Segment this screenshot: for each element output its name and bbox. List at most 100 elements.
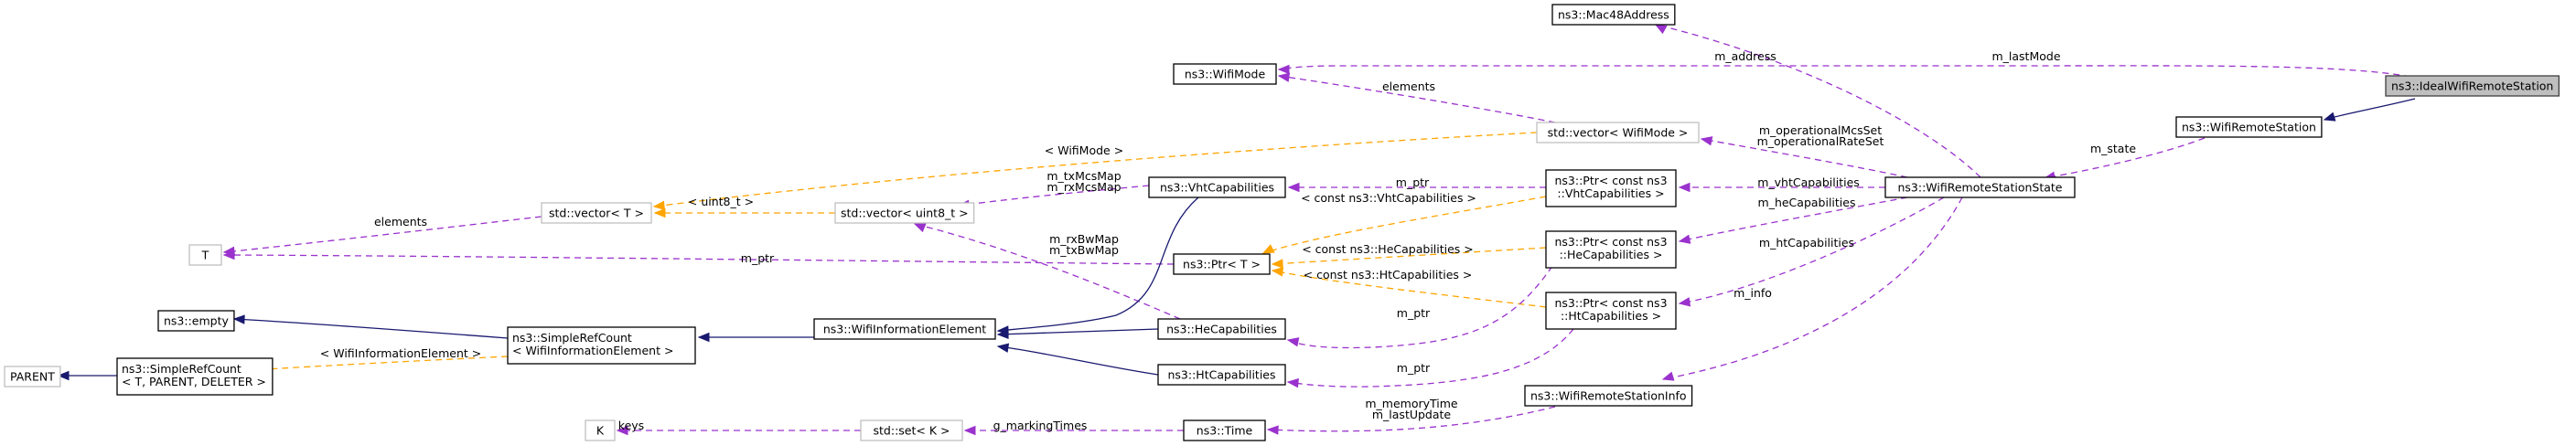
edge-line [251,356,509,371]
arrowhead-icon [57,370,70,381]
node-state[interactable]: ns3::WifiRemoteStationState [1884,176,2076,198]
node-label: ns3::Ptr< const ns3 [1554,235,1667,249]
edge-time-to-setK: g_markingTimes [963,419,1184,436]
edge-label: keys [618,419,644,432]
node-box[interactable] [2175,116,2323,138]
node-ptrT[interactable]: ns3::Ptr< T > [1173,253,1271,275]
node-box[interactable] [1183,419,1266,441]
node-vecT[interactable]: std::vector< T > [541,202,652,224]
node-box[interactable] [541,202,652,224]
edge-line [1679,196,1945,304]
edge-line [1272,247,1547,265]
arrowhead-icon [996,329,1009,340]
node-label: ::HeCapabilities > [1560,248,1663,261]
edge-line [223,254,1175,265]
node-box[interactable] [813,318,996,340]
node-label: ns3::SimpleRefCount [122,362,242,376]
edge-line [2324,98,2416,121]
node-he[interactable]: ns3::HeCapabilities [1157,318,1286,340]
arrowhead-icon [1271,259,1283,269]
edge-label: m_state [2090,142,2136,155]
edge-label: m_ptr [1397,306,1431,320]
node-srcgeneric[interactable]: ns3::SimpleRefCount< T, PARENT, DELETER … [116,357,274,396]
edge-line [2044,137,2206,179]
node-label: ns3::WifiRemoteStationInfo [1530,389,1687,403]
arrowhead-icon [1266,425,1279,435]
node-box[interactable] [1173,63,1277,85]
node-label: ns3::WifiRemoteStationState [1898,181,2063,195]
node-box[interactable] [834,202,975,224]
node-box[interactable] [157,310,235,332]
node-vecuint8[interactable]: std::vector< uint8_t > [834,202,975,224]
node-box[interactable] [1545,169,1677,207]
node-box[interactable] [1173,253,1271,275]
edge-srcwie-to-srcgeneric: < WifiInformationElement > [250,346,509,375]
edge-label: g_markingTimes [993,419,1088,432]
node-setK[interactable]: std::set< K > [860,419,963,441]
node-box[interactable] [860,419,963,441]
node-ptrhe[interactable]: ns3::Ptr< const ns3::HeCapabilities > [1545,230,1677,269]
node-label: ::VhtCapabilities > [1557,186,1664,200]
node-label: K [596,424,605,438]
node-vecwifimode[interactable]: std::vector< WifiMode > [1536,122,1700,143]
arrowhead-icon [1700,136,1713,146]
node-label: ns3::Ptr< const ns3 [1554,174,1667,187]
edge-line [1262,196,1547,254]
node-box[interactable] [1148,176,1286,198]
arrowhead-icon [1678,297,1691,307]
node-box[interactable] [1524,385,1693,407]
arrowhead-icon [697,332,710,343]
arrowhead-icon [1261,244,1275,254]
arrowhead-icon [1287,182,1300,193]
node-wifimode[interactable]: ns3::WifiMode [1173,63,1277,85]
edge-line [997,328,1159,335]
node-srcwie[interactable]: ns3::SimpleRefCount< WifiInformationElem… [507,326,696,365]
node-box[interactable] [4,366,61,388]
arrowhead-icon [913,223,927,233]
node-ht[interactable]: ns3::HtCapabilities [1157,364,1286,386]
node-empty[interactable]: ns3::empty [157,310,235,332]
node-K[interactable]: K [585,419,616,441]
node-vht[interactable]: ns3::VhtCapabilities [1148,176,1286,198]
edge-ptrht-to-ptrT: < const ns3::HtCapabilities > [1271,267,1547,308]
node-box[interactable] [188,244,222,266]
node-ptrht[interactable]: ns3::Ptr< const ns3::HtCapabilities > [1545,292,1677,330]
node-mac48[interactable]: ns3::Mac48Address [1551,4,1676,26]
edge-line [1655,24,1981,178]
edge-vecuint8-to-vecT: < uint8_t > [653,195,835,218]
arrowhead-icon [222,250,235,260]
node-box[interactable] [1884,176,2076,198]
node-box[interactable] [2385,75,2560,97]
edge-line [223,216,542,253]
node-station[interactable]: ns3::WifiRemoteStation [2175,116,2323,138]
node-box[interactable] [1545,292,1677,330]
node-label: std::vector< T > [549,207,644,220]
node-box[interactable] [507,326,696,365]
node-info[interactable]: ns3::WifiRemoteStationInfo [1524,385,1693,407]
edge-label: m_txBwMap [1049,243,1119,257]
node-box[interactable] [585,419,616,441]
node-box[interactable] [1157,364,1286,386]
node-box[interactable] [1551,4,1676,26]
node-parent[interactable]: PARENT [4,366,61,388]
edge-line [1662,196,1963,380]
node-label: ns3::Time [1197,424,1253,438]
node-ideal[interactable]: ns3::IdealWifiRemoteStation [2385,75,2560,97]
node-T[interactable]: T [188,244,222,266]
node-time[interactable]: ns3::Time [1183,419,1266,441]
node-box[interactable] [1536,122,1700,143]
node-label: < WifiInformationElement > [512,344,673,357]
edge-label: < const ns3::HtCapabilities > [1304,268,1473,281]
node-ptrvht[interactable]: ns3::Ptr< const ns3::VhtCapabilities > [1545,169,1677,207]
node-box[interactable] [1157,318,1286,340]
node-wie[interactable]: ns3::WifiInformationElement [813,318,996,340]
node-label: ns3::empty [164,314,230,328]
edge-line [1701,138,1908,178]
edge-line [997,196,1199,332]
arrowhead-icon [1654,24,1668,35]
edge-state-to-ptrht: m_htCapabilities [1678,196,1945,307]
node-box[interactable] [1545,230,1677,269]
node-box[interactable] [116,357,274,396]
arrowhead-icon [1277,72,1291,82]
